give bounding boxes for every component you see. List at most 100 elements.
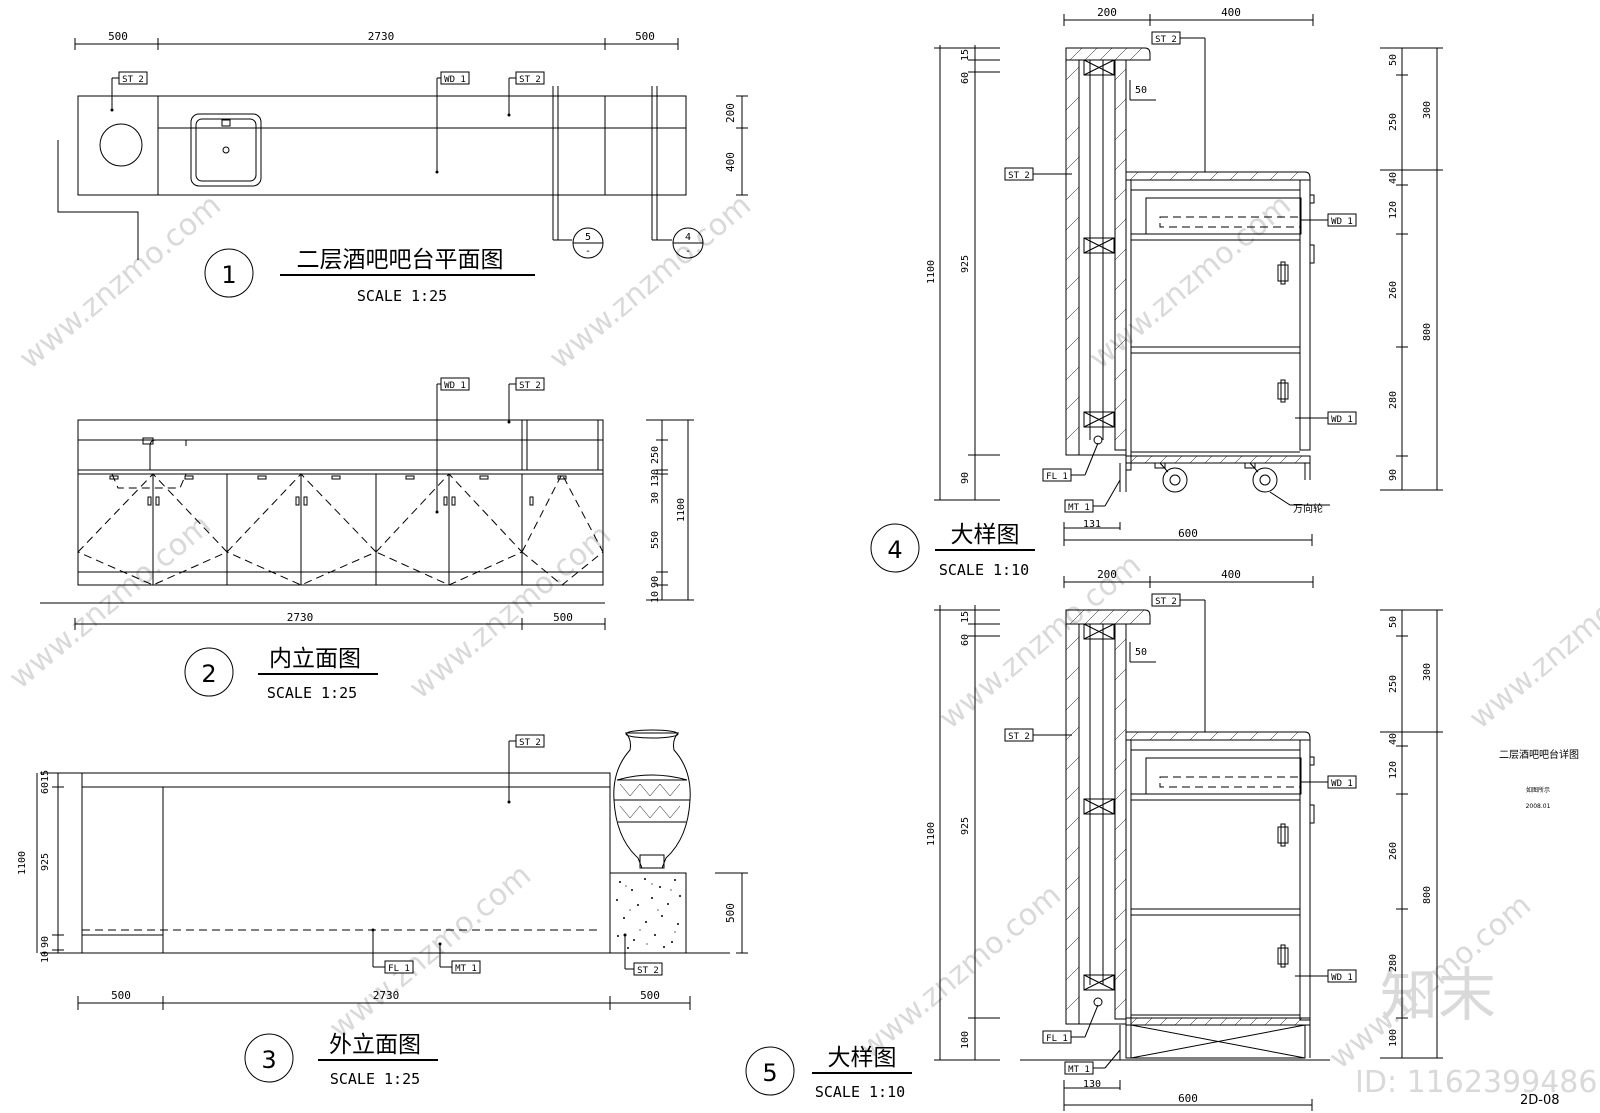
dim-label: 40 bbox=[1388, 733, 1399, 745]
svg-text:WD 1: WD 1 bbox=[444, 381, 466, 391]
dim-label: 50 bbox=[1135, 85, 1147, 96]
dim-label: 100 bbox=[1388, 1029, 1399, 1047]
svg-text:ST 2: ST 2 bbox=[1008, 171, 1030, 181]
dim-label: 600 bbox=[1178, 527, 1198, 540]
dim-label: 600 bbox=[1178, 1092, 1198, 1105]
svg-text:4: 4 bbox=[685, 232, 691, 243]
dim-label: 120 bbox=[1388, 201, 1399, 219]
material-tag: ST 2 bbox=[110, 71, 148, 112]
dim-label: 500 bbox=[635, 30, 655, 43]
dim-label: 280 bbox=[1388, 954, 1399, 972]
dim-label: 130 bbox=[650, 469, 661, 487]
svg-text:-: - bbox=[685, 246, 691, 257]
view-title: 内立面图 bbox=[269, 646, 361, 672]
material-tag: WD 1 bbox=[435, 71, 470, 174]
watermark-text: www.znzmo.com bbox=[403, 518, 618, 707]
material-tag: ST 2 bbox=[1004, 167, 1072, 181]
view-scale: SCALE 1:25 bbox=[330, 1070, 420, 1088]
view-number: 2 bbox=[201, 660, 216, 688]
dim-label: 10 bbox=[40, 951, 51, 963]
caster-note: 万向轮 bbox=[1293, 502, 1323, 515]
svg-text:ST 2: ST 2 bbox=[1155, 597, 1177, 607]
dim-label: 50 bbox=[1388, 616, 1399, 628]
dim-label: 30 bbox=[650, 492, 661, 504]
drawing-title: 二层酒吧吧台详图 bbox=[1499, 748, 1579, 761]
svg-text:ST 2: ST 2 bbox=[1155, 35, 1177, 45]
svg-text:WD 1: WD 1 bbox=[444, 75, 466, 85]
dim-label: 1100 bbox=[926, 822, 937, 846]
dim-label: 10 bbox=[650, 591, 661, 603]
view-number: 1 bbox=[221, 261, 236, 289]
svg-text:WD 1: WD 1 bbox=[1331, 217, 1353, 227]
dim-label: 500 bbox=[724, 903, 737, 923]
dim-label: 15 bbox=[40, 770, 51, 782]
view-scale: SCALE 1:10 bbox=[815, 1083, 905, 1101]
svg-text:ST 2: ST 2 bbox=[122, 75, 144, 85]
view-title: 二层酒吧吧台平面图 bbox=[297, 247, 504, 273]
dim-label: 550 bbox=[650, 531, 661, 549]
title-block: 二层酒吧吧台详图 如图所示 2008.01 2D-08 bbox=[1499, 748, 1579, 1108]
dim-label: 800 bbox=[1422, 886, 1433, 904]
detail-section-4: 200 400 bbox=[870, 6, 1443, 579]
material-tag: MT 1 bbox=[1064, 1049, 1121, 1075]
watermark-text: www.znzmo.com bbox=[13, 188, 228, 377]
outer-elevation: 15 60 925 90 10 1100 500 500 2730 500 ST… bbox=[17, 729, 748, 1088]
dim-label: 400 bbox=[1221, 6, 1241, 19]
dim-label: 200 bbox=[724, 103, 737, 123]
svg-text:WD 1: WD 1 bbox=[1331, 415, 1353, 425]
material-tag: MT 1 bbox=[1064, 479, 1121, 513]
dim-label: 500 bbox=[111, 989, 131, 1002]
svg-text:FL 1: FL 1 bbox=[1046, 472, 1068, 482]
dim-label: 2730 bbox=[287, 611, 314, 624]
svg-text:WD 1: WD 1 bbox=[1331, 973, 1353, 983]
dim-label: 2730 bbox=[373, 989, 400, 1002]
watermark-text: www.znzmo.com bbox=[543, 188, 758, 377]
svg-text:MT 1: MT 1 bbox=[1068, 1065, 1090, 1075]
material-tag: MT 1 bbox=[438, 942, 481, 974]
dim-label: 90 bbox=[650, 576, 661, 588]
material-tag: ST 2 bbox=[1151, 593, 1206, 732]
material-tag: WD 1 bbox=[1295, 411, 1357, 425]
dim-label: 300 bbox=[1422, 663, 1433, 681]
dim-label: 925 bbox=[960, 255, 971, 273]
dim-label: 925 bbox=[960, 817, 971, 835]
dim-label: 400 bbox=[724, 152, 737, 172]
dim-label: 1100 bbox=[926, 260, 937, 284]
svg-text:-: - bbox=[585, 246, 591, 257]
dim-label: 60 bbox=[960, 72, 971, 84]
view-scale: SCALE 1:25 bbox=[357, 287, 447, 305]
view-number: 3 bbox=[261, 1046, 276, 1074]
svg-text:MT 1: MT 1 bbox=[455, 964, 477, 974]
dim-label: 90 bbox=[1388, 469, 1399, 481]
dim-label: 50 bbox=[1388, 54, 1399, 66]
dim-label: 90 bbox=[960, 472, 971, 484]
view-scale: SCALE 1:10 bbox=[939, 561, 1029, 579]
dim-label: 250 bbox=[1388, 113, 1399, 131]
view-number: 4 bbox=[887, 536, 902, 564]
material-tag: ST 2 bbox=[507, 71, 545, 117]
view-title: 大样图 bbox=[951, 522, 1020, 548]
dim-label: 500 bbox=[640, 989, 660, 1002]
svg-text:FL 1: FL 1 bbox=[388, 964, 410, 974]
material-tag: ST 2 bbox=[623, 933, 663, 976]
dim-label: 200 bbox=[1097, 6, 1117, 19]
material-tag: FL 1 bbox=[1042, 997, 1103, 1044]
watermark-layer: www.znzmo.com www.znzmo.com www.znzmo.co… bbox=[3, 188, 1600, 1100]
view-title: 外立面图 bbox=[329, 1032, 421, 1058]
dim-label: 300 bbox=[1422, 101, 1433, 119]
dim-label: 60 bbox=[40, 782, 51, 794]
watermark-id: ID: 1162399486 bbox=[1355, 1065, 1597, 1100]
material-tag: ST 2 bbox=[1151, 31, 1206, 172]
dim-label: 250 bbox=[650, 446, 661, 464]
svg-text:FL 1: FL 1 bbox=[1046, 1034, 1068, 1044]
dim-label: 250 bbox=[1388, 675, 1399, 693]
material-tag: WD 1 bbox=[1300, 775, 1357, 789]
dim-label: 15 bbox=[960, 611, 971, 623]
dim-label: 15 bbox=[960, 49, 971, 61]
material-tag: WD 1 bbox=[1295, 969, 1357, 983]
dim-label: 100 bbox=[960, 1031, 971, 1049]
material-tag: FL 1 bbox=[1042, 435, 1103, 482]
plan-view: 500 2730 500 5 - 4 - bbox=[57, 30, 748, 305]
dim-label: 130 bbox=[1083, 1079, 1101, 1090]
svg-text:ST 2: ST 2 bbox=[519, 75, 541, 85]
